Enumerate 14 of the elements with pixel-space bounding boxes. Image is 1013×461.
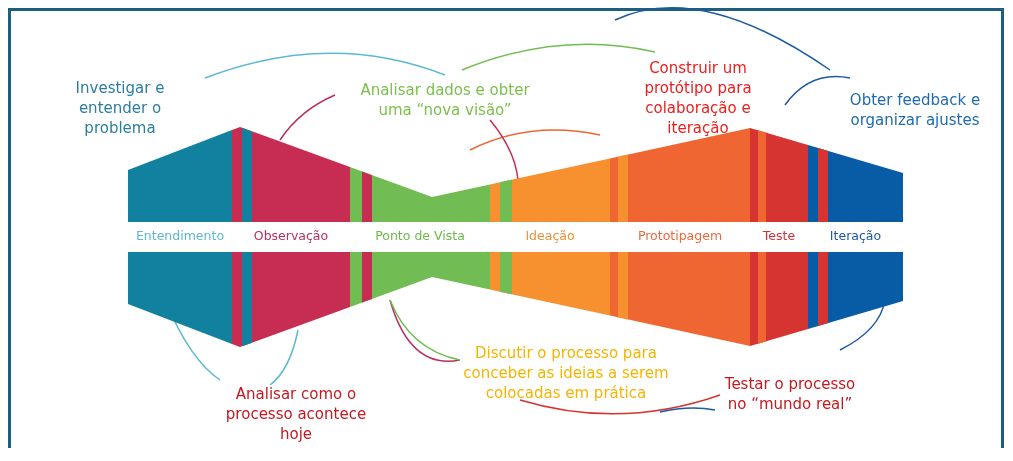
phase-label: Ponto de Vista bbox=[375, 228, 465, 244]
annotation-text: Testar o processo no “mundo real” bbox=[723, 374, 857, 414]
phase-label: Prototipagem bbox=[637, 228, 723, 244]
annotation-text: Analisar dados e obter uma “nova visão” bbox=[359, 80, 531, 120]
phase-label: Iteração bbox=[829, 228, 882, 244]
annotation-text: Obter feedback e organizar ajustes bbox=[848, 90, 982, 130]
phase-label: Teste bbox=[762, 228, 796, 244]
phase-label: Observação bbox=[253, 228, 329, 244]
annotation-text: Discutir o processo para conceber as ideias a serem colocadas em prática bbox=[462, 343, 670, 403]
annotation-text: Investigar e entender o problema bbox=[74, 78, 166, 138]
annotation-text: Construir um protótipo para colaboração e iteração bbox=[643, 58, 753, 138]
annotation-text: Analisar como o processo acontece hoje bbox=[224, 384, 368, 444]
phase-label: Ideação bbox=[525, 228, 575, 244]
phase-label: Entendimento bbox=[135, 228, 225, 244]
